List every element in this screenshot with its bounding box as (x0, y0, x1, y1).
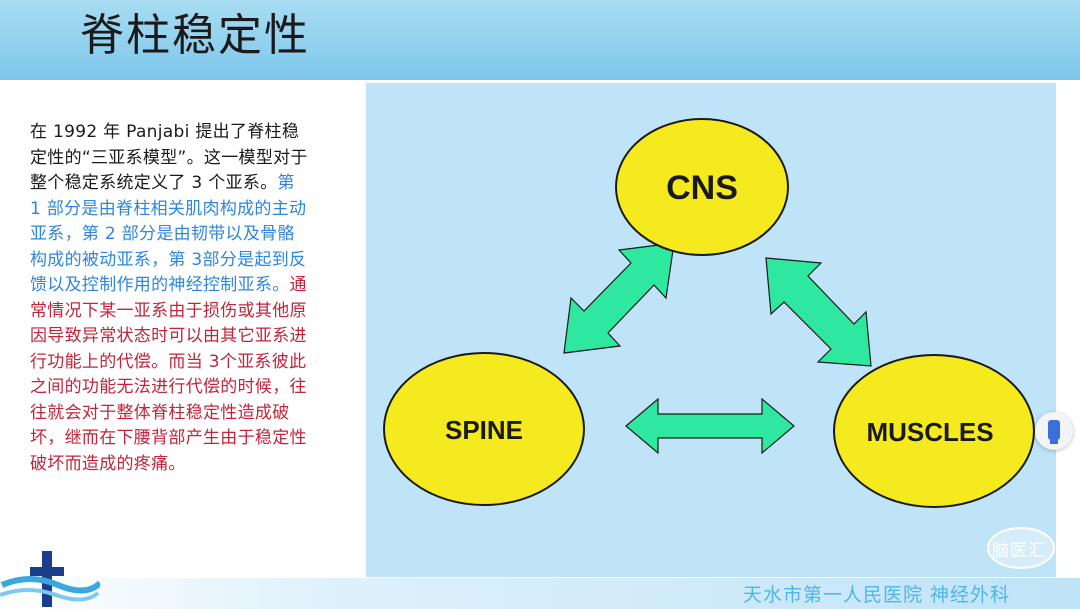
title-bar (0, 0, 1080, 80)
body-paragraph: 在 1992 年 Panjabi 提出了脊柱稳定性的“三亚系模型”。这一模型对于… (30, 120, 310, 477)
arrow-cns-spine (563, 242, 675, 354)
paragraph-compensation: 通常情况下某一亚系由于损伤或其他原因导致异常状态时可以由其它亚系进行功能上的代偿… (30, 275, 307, 474)
node-muscles (833, 354, 1035, 508)
diagram-panel: CNS SPINE MUSCLES (366, 83, 1056, 577)
watermark-logo (987, 527, 1055, 569)
footer-bar (0, 578, 1080, 609)
arrow-spine-muscles (625, 397, 795, 455)
three-subsystem-diagram: CNS SPINE MUSCLES (383, 118, 1035, 508)
watermark-text: 脑医汇 (992, 541, 1046, 561)
page-title: 脊柱稳定性 (80, 10, 310, 61)
node-spine (383, 352, 585, 506)
paragraph-intro: 在 1992 年 Panjabi 提出了脊柱稳定性的“三亚系模型”。这一模型对于… (30, 122, 308, 193)
usb-icon (1048, 420, 1060, 444)
node-muscles-label: MUSCLES (866, 417, 993, 447)
node-spine-label: SPINE (445, 415, 523, 445)
footer-hospital: 天水市第一人民医院 神经外科 (742, 584, 1010, 606)
node-cns-label: CNS (666, 169, 738, 207)
node-cns (615, 118, 789, 256)
side-toolbar-button[interactable] (1035, 412, 1073, 450)
paragraph-subsystems: 第 1 部分是由脊柱相关肌肉构成的主动亚系，第 2 部分是由韧带以及骨骼构成的被… (30, 173, 307, 295)
arrow-cns-muscles (765, 257, 872, 367)
hospital-logo (0, 551, 100, 607)
